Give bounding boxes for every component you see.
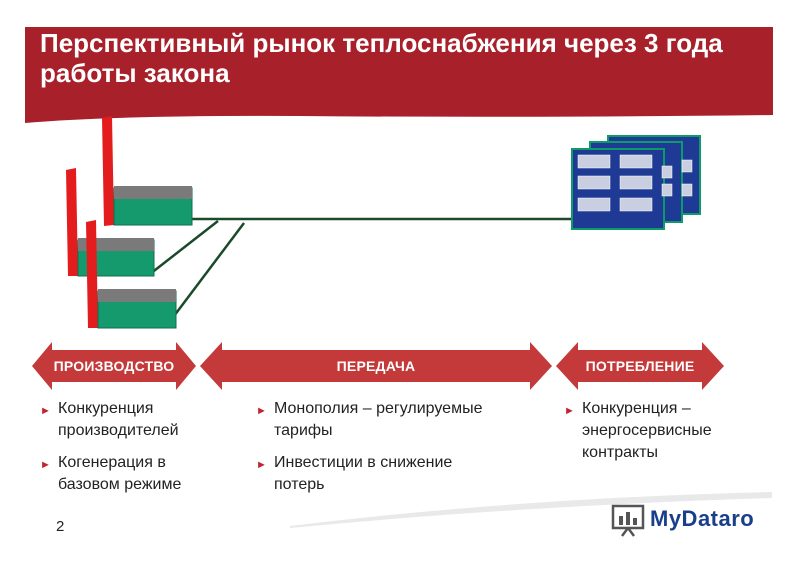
triangle-bullet-icon: ► bbox=[564, 405, 575, 417]
bullet-list: ► Конкуренция – энергосервисные контракт… bbox=[562, 398, 752, 464]
factory-icon bbox=[102, 116, 193, 226]
chart-presentation-icon bbox=[611, 504, 645, 537]
arrow-transmission bbox=[200, 342, 552, 390]
logo: MyDataro bbox=[608, 498, 778, 542]
triangle-bullet-icon: ► bbox=[256, 459, 267, 471]
header-banner bbox=[25, 27, 773, 123]
decorative-swoosh bbox=[290, 492, 772, 528]
stage-arrows bbox=[32, 342, 724, 390]
bullet-list: ► Монополия – регулируемые тарифы ► Инве… bbox=[254, 398, 504, 496]
logo-text: MyDataro bbox=[650, 506, 755, 531]
list-item: ► Когенерация в базовом режиме bbox=[38, 452, 208, 496]
list-item: ► Инвестиции в снижение потерь bbox=[254, 452, 504, 496]
bullet-text: Инвестиции в снижение потерь bbox=[274, 454, 453, 493]
list-item: ► Конкуренция – энергосервисные контракт… bbox=[562, 398, 752, 464]
page-number: 2 bbox=[56, 518, 65, 535]
bullet-text: Конкуренция – энергосервисные контракты bbox=[582, 400, 712, 461]
list-item: ► Монополия – регулируемые тарифы bbox=[254, 398, 504, 442]
heat-pipelines bbox=[149, 217, 572, 317]
arrow-production bbox=[32, 342, 196, 390]
production-column: ► Конкуренция производителей ► Когенерац… bbox=[38, 398, 208, 506]
arrow-consumption bbox=[556, 342, 724, 390]
bullet-text: Монополия – регулируемые тарифы bbox=[274, 400, 483, 439]
arrow-label-transmission: ПЕРЕДАЧА bbox=[336, 358, 416, 374]
bullet-text: Конкуренция производителей bbox=[58, 400, 179, 439]
arrow-label-production: ПРОИЗВОДСТВО bbox=[53, 358, 175, 374]
factory-icon bbox=[86, 220, 177, 329]
consumption-column: ► Конкуренция – энергосервисные контракт… bbox=[562, 398, 752, 474]
consumer-buildings-icon bbox=[571, 135, 701, 230]
bullet-list: ► Конкуренция производителей ► Когенерац… bbox=[38, 398, 208, 496]
triangle-bullet-icon: ► bbox=[40, 459, 51, 471]
arrow-label-consumption: ПОТРЕБЛЕНИЕ bbox=[585, 358, 695, 374]
factory-icon bbox=[66, 168, 155, 277]
list-item: ► Конкуренция производителей bbox=[38, 398, 208, 442]
triangle-bullet-icon: ► bbox=[40, 405, 51, 417]
transmission-column: ► Монополия – регулируемые тарифы ► Инве… bbox=[254, 398, 504, 506]
bullet-text: Когенерация в базовом режиме bbox=[58, 454, 182, 493]
slide-title: Перспективный рынок теплоснабжения через… bbox=[40, 28, 723, 88]
triangle-bullet-icon: ► bbox=[256, 405, 267, 417]
